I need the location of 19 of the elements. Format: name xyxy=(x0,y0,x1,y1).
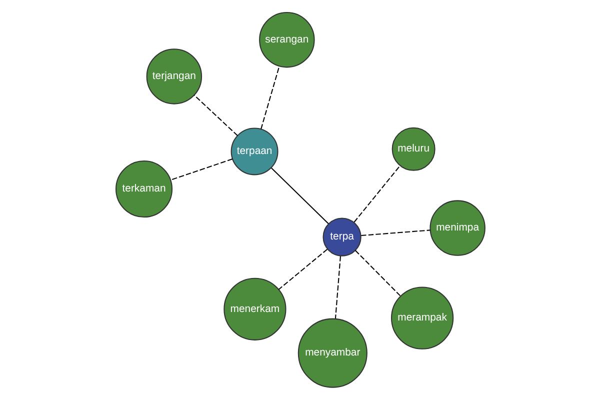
node-circle: terpaan xyxy=(230,128,278,176)
node-circle: terjangan xyxy=(146,48,202,104)
node-circle: menerkam xyxy=(223,278,286,340)
connector xyxy=(193,94,238,136)
node-circle: merampak xyxy=(390,286,454,350)
connector xyxy=(278,248,328,290)
node-circle: terkaman xyxy=(114,160,172,218)
connector xyxy=(353,166,400,222)
node-circle: menyambar xyxy=(297,318,367,388)
connector xyxy=(360,230,430,236)
connector xyxy=(170,158,232,180)
connector xyxy=(260,66,280,130)
connector xyxy=(354,250,400,296)
connector xyxy=(334,256,341,318)
node-circle: menimpa xyxy=(429,200,485,256)
node-circle: serangan xyxy=(258,12,314,68)
connector xyxy=(270,168,328,224)
node-circle: terpa xyxy=(322,218,361,256)
node-circle: meluru xyxy=(391,127,435,171)
